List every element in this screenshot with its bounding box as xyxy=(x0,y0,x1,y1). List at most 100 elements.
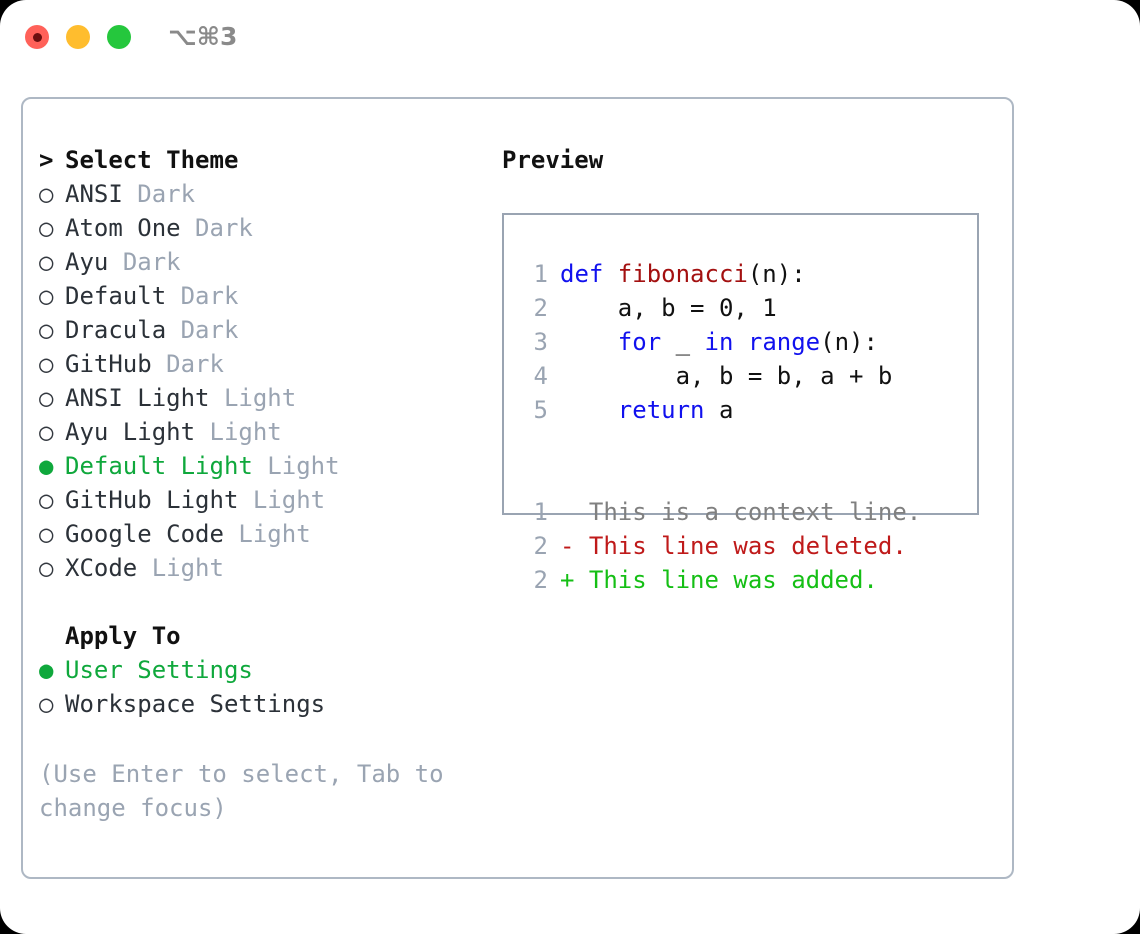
radio-off-icon[interactable]: ○ xyxy=(39,486,54,514)
line-number: 2 xyxy=(533,532,548,560)
radio-off-icon[interactable]: ○ xyxy=(39,214,54,242)
line-number: 3 xyxy=(533,328,548,356)
theme-name: XCode xyxy=(65,554,138,582)
apply-to-title: Apply To xyxy=(65,622,181,650)
code-token-keyword: in xyxy=(704,328,734,356)
maximize-button-icon[interactable] xyxy=(107,25,131,49)
code-line: 3 for _ in range(n): xyxy=(504,325,977,359)
code-token-plain xyxy=(733,325,747,359)
preview-heading: Preview xyxy=(502,146,604,174)
diff-text: - This line was deleted. xyxy=(560,532,907,560)
theme-name: Google Code xyxy=(65,520,224,548)
radio-off-icon[interactable]: ○ xyxy=(39,350,54,378)
radio-off-icon[interactable]: ○ xyxy=(39,418,54,446)
radio-off-icon[interactable]: ○ xyxy=(39,180,54,208)
code-token-plain: _ xyxy=(661,328,705,356)
code-token-plain xyxy=(560,325,618,359)
radio-off-icon[interactable]: ○ xyxy=(39,282,54,310)
theme-name: Ayu xyxy=(65,248,109,276)
theme-list-item[interactable]: ○ Ayu Dark xyxy=(39,245,484,279)
hint-spacer xyxy=(39,721,484,745)
theme-list-item[interactable]: ○ XCode Light xyxy=(39,551,484,585)
theme-category: Dark xyxy=(180,316,239,344)
select-theme-header: > Select Theme xyxy=(39,143,484,177)
theme-list-item[interactable]: ○ANSI Light Light xyxy=(39,381,484,415)
code-blank-line xyxy=(504,427,977,461)
prompt-arrow-icon: > xyxy=(39,146,54,174)
theme-name: ANSI Light xyxy=(65,384,210,412)
theme-name: GitHub Light xyxy=(65,486,239,514)
code-token-plain: a xyxy=(704,396,734,424)
theme-name: ANSI xyxy=(65,180,123,208)
theme-list-item[interactable]: ○ GitHub Dark xyxy=(39,347,484,381)
select-theme-title: Select Theme xyxy=(65,146,239,174)
theme-list-item[interactable]: ○ Dracula Dark xyxy=(39,313,484,347)
preview-column: Preview 1 def fibonacci (n): 2 a, b = 0, 1… xyxy=(502,143,1002,594)
title-bar: ⌥⌘3 xyxy=(0,0,1140,78)
theme-name: Default xyxy=(65,282,167,310)
code-token-plain: a, b = 0, 1 xyxy=(560,294,777,322)
line-number: 2 xyxy=(533,294,548,322)
theme-category: Dark xyxy=(195,214,253,242)
keyboard-hint-text: (Use Enter to select, Tab to change focu… xyxy=(39,760,459,822)
diff-line-deleted: 2 - This line was deleted. xyxy=(504,529,977,563)
radio-on-icon[interactable]: ● xyxy=(39,452,54,480)
theme-category: Light xyxy=(267,452,340,480)
code-line: 4 a, b = b, a + b xyxy=(504,359,977,393)
theme-list-item[interactable]: ○ ANSI Dark xyxy=(39,177,484,211)
minimize-button-icon[interactable] xyxy=(66,25,90,49)
theme-list-item[interactable]: ○ Default Dark xyxy=(39,279,484,313)
code-token-keyword: def xyxy=(560,260,618,288)
theme-category: Light xyxy=(209,418,282,446)
theme-list-column: >Select Theme ○ANSI Dark ○Atom One Dark … xyxy=(39,143,484,825)
code-token-keyword: return xyxy=(617,396,705,424)
theme-selector-panel: >Select Theme ○ANSI Dark ○Atom One Dark … xyxy=(21,97,1014,879)
radio-off-icon[interactable]: ○ xyxy=(39,316,54,344)
code-token-plain: (n): xyxy=(820,328,878,356)
radio-on-icon[interactable]: ● xyxy=(39,656,54,684)
theme-category: Dark xyxy=(180,282,239,310)
close-button-icon[interactable] xyxy=(25,25,49,49)
theme-category: Light xyxy=(151,554,224,582)
theme-list-item-selected[interactable]: ● Default Light Light xyxy=(39,449,484,483)
apply-to-option-label: User Settings xyxy=(65,656,253,684)
theme-category: Dark xyxy=(122,248,181,276)
radio-off-icon[interactable]: ○ xyxy=(39,248,54,276)
code-line: 5 return a xyxy=(504,393,977,427)
code-token-plain xyxy=(560,393,618,427)
line-number: 1 xyxy=(533,260,548,288)
line-number: 1 xyxy=(533,498,548,526)
theme-list-item[interactable]: ○GitHub Light Light xyxy=(39,483,484,517)
radio-off-icon[interactable]: ○ xyxy=(39,520,54,548)
code-blank-line xyxy=(504,461,977,495)
apply-to-option-label: Workspace Settings xyxy=(65,690,326,718)
preview-box: 1 def fibonacci (n): 2 a, b = 0, 1 3 for _… xyxy=(502,213,979,594)
theme-list-item[interactable]: ○Google Code Light xyxy=(39,517,484,551)
section-spacer xyxy=(39,585,484,619)
theme-name: Default Light xyxy=(65,452,253,480)
code-token-keyword: for xyxy=(617,328,662,356)
apply-to-option[interactable]: ○ Workspace Settings xyxy=(39,687,484,721)
code-token-function: fibonacci xyxy=(617,260,748,288)
theme-name: Dracula xyxy=(65,316,167,344)
theme-category: Dark xyxy=(166,350,224,378)
diff-text: + This line was added. xyxy=(560,566,878,594)
apply-to-option-selected[interactable]: ● User Settings xyxy=(39,653,484,687)
theme-name: Atom One xyxy=(65,214,181,242)
theme-category: Dark xyxy=(137,180,196,208)
keyboard-shortcut-label: ⌥⌘3 xyxy=(168,22,238,51)
radio-off-icon[interactable]: ○ xyxy=(39,690,54,718)
apply-to-header: Apply To xyxy=(39,619,484,653)
code-token-plain: a, b = b, a + b xyxy=(560,362,893,390)
theme-list-item[interactable]: ○Ayu Light Light xyxy=(39,415,484,449)
code-line: 2 a, b = 0, 1 xyxy=(504,291,977,325)
window-controls xyxy=(25,25,131,49)
diff-line-added: 2+ This line was added. xyxy=(504,563,977,597)
theme-name: GitHub xyxy=(65,350,152,378)
radio-off-icon[interactable]: ○ xyxy=(39,384,54,412)
diff-text: This is a context line. xyxy=(560,498,922,526)
line-number: 4 xyxy=(533,362,548,390)
radio-off-icon[interactable]: ○ xyxy=(39,554,54,582)
theme-list-item[interactable]: ○ Atom One Dark xyxy=(39,211,484,245)
